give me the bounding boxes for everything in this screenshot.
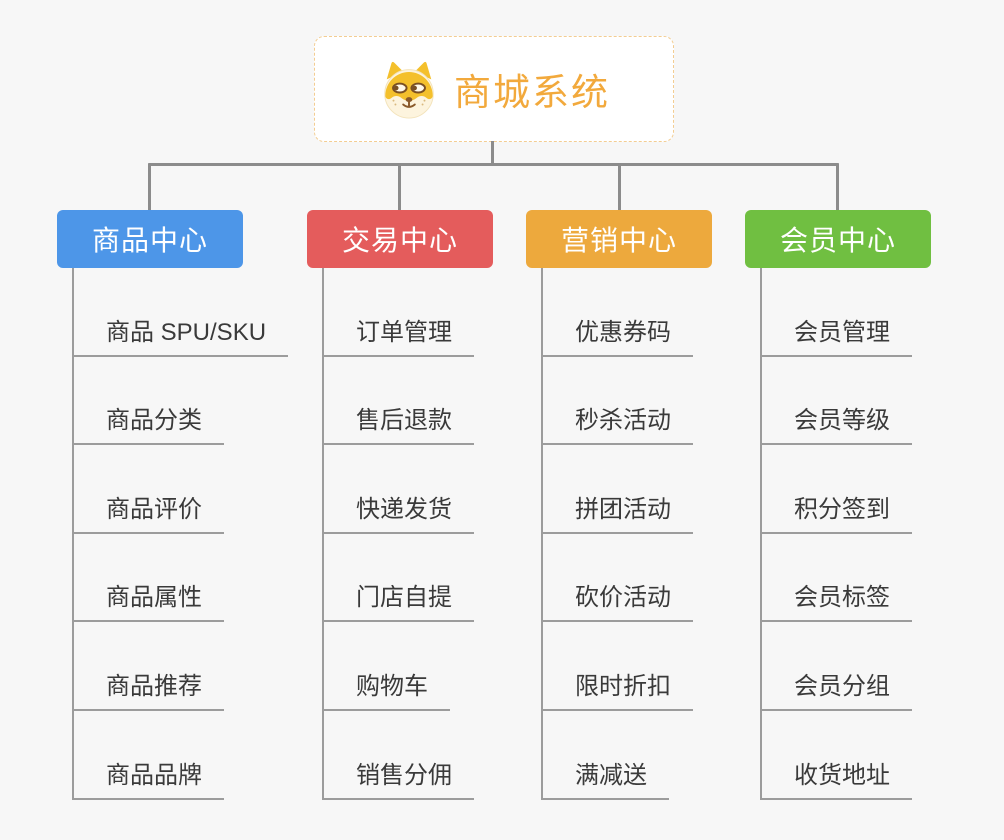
branch-stub-line: [618, 163, 621, 211]
leaf-node[interactable]: 销售分佣: [324, 711, 474, 800]
leaf-node[interactable]: 会员管理: [762, 268, 912, 357]
leaf-node[interactable]: 满减送: [543, 711, 669, 800]
branch-label: 商品中心: [91, 225, 208, 256]
leaf-node[interactable]: 会员分组: [762, 622, 912, 711]
horizontal-bus-line: [148, 163, 839, 166]
branch-stub-line: [398, 163, 401, 211]
branch-column: 交易中心 订单管理售后退款快递发货门店自提购物车销售分佣: [307, 210, 493, 800]
leaf-node[interactable]: 拼团活动: [543, 445, 693, 534]
leaf-node[interactable]: 优惠券码: [543, 268, 693, 357]
root-node[interactable]: 商城系统: [314, 36, 674, 142]
branch-column: 会员中心 会员管理会员等级积分签到会员标签会员分组收货地址: [745, 210, 931, 800]
root-label: 商城系统: [454, 72, 610, 113]
leaf-node[interactable]: 购物车: [324, 622, 450, 711]
branch-label: 会员中心: [779, 225, 896, 256]
leaf-node[interactable]: 商品 SPU/SKU: [74, 268, 289, 357]
leaf-node[interactable]: 砍价活动: [543, 534, 693, 623]
branch-node[interactable]: 营销中心: [526, 210, 712, 268]
leaf-node[interactable]: 商品属性: [74, 534, 224, 623]
doge-icon: [384, 61, 434, 119]
leaf-node[interactable]: 商品推荐: [74, 622, 224, 711]
branch-node[interactable]: 交易中心: [307, 210, 493, 268]
leaf-list: 订单管理售后退款快递发货门店自提购物车销售分佣: [322, 268, 493, 800]
branch-node[interactable]: 商品中心: [57, 210, 243, 268]
branch-stub-line: [836, 163, 839, 211]
branch-column: 营销中心 优惠券码秒杀活动拼团活动砍价活动限时折扣满减送: [526, 210, 712, 800]
leaf-list: 优惠券码秒杀活动拼团活动砍价活动限时折扣满减送: [541, 268, 712, 800]
leaf-node[interactable]: 商品品牌: [74, 711, 224, 800]
branch-label: 营销中心: [560, 225, 677, 256]
branch-node[interactable]: 会员中心: [745, 210, 931, 268]
leaf-node[interactable]: 会员标签: [762, 534, 912, 623]
leaf-node[interactable]: 门店自提: [324, 534, 474, 623]
leaf-node[interactable]: 商品分类: [74, 357, 224, 446]
branch-stub-line: [148, 163, 151, 211]
leaf-node[interactable]: 订单管理: [324, 268, 474, 357]
leaf-node[interactable]: 收货地址: [762, 711, 912, 800]
leaf-node[interactable]: 商品评价: [74, 445, 224, 534]
leaf-node[interactable]: 会员等级: [762, 357, 912, 446]
leaf-list: 会员管理会员等级积分签到会员标签会员分组收货地址: [760, 268, 931, 800]
leaf-node[interactable]: 积分签到: [762, 445, 912, 534]
leaf-node[interactable]: 售后退款: [324, 357, 474, 446]
leaf-node[interactable]: 限时折扣: [543, 622, 693, 711]
root-stem-line: [491, 141, 494, 165]
leaf-node[interactable]: 秒杀活动: [543, 357, 693, 446]
branch-label: 交易中心: [341, 225, 458, 256]
leaf-node[interactable]: 快递发货: [324, 445, 474, 534]
